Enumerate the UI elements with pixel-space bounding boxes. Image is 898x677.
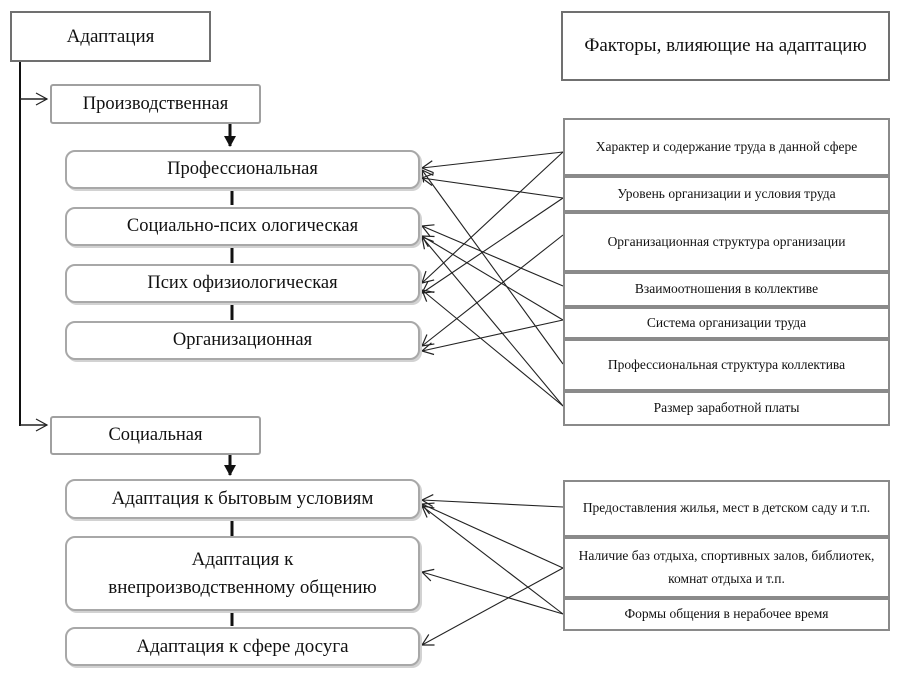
factor-link-arrow [421, 236, 564, 407]
factor-team-relations-box: Взаимоотношения в коллективе [563, 272, 890, 307]
factor-link-arrow [420, 319, 564, 356]
non-work-communication-adaptation-box: Адаптация к внепроизводственному общению [65, 536, 420, 611]
production-adaptation-box: Производственная [50, 84, 261, 124]
factor-link-arrow [420, 151, 564, 174]
professional-adaptation-label: Профессиональная [167, 159, 318, 179]
factor-link-arrow [421, 151, 564, 284]
living-conditions-adaptation-box: Адаптация к бытовым условиям [65, 479, 420, 519]
factor-work-conditions-box: Уровень организации и условия труда [563, 176, 890, 212]
factor-label: Уровень организации и условия труда [617, 185, 836, 201]
factor-label: Формы общения в нерабочее время [624, 606, 829, 622]
root-adaptation-label: Адаптация [66, 25, 155, 47]
social-adaptation-box: Социальная [50, 416, 261, 455]
professional-adaptation-box: Профессиональная [65, 150, 420, 189]
social-adaptation-label: Социальная [108, 425, 203, 445]
factor-links [420, 151, 564, 646]
factor-link-arrow [421, 505, 564, 615]
leisure-adaptation-label: Адаптация к сфере досуга [136, 635, 349, 657]
factor-label: Организационная структура организации [607, 233, 846, 249]
socio-psychological-adaptation-box: Социально-псих ологическая [65, 207, 420, 246]
leisure-adaptation-box: Адаптация к сфере досуга [65, 627, 420, 666]
production-adaptation-label: Производственная [82, 93, 229, 114]
factor-link-arrow [420, 235, 564, 321]
root-adaptation-box: Адаптация [10, 11, 211, 62]
factor-link-arrow [420, 494, 564, 508]
factor-link-arrow [420, 567, 564, 646]
factor-label: Предоставления жилья, мест в детском сад… [582, 500, 871, 516]
factor-link-arrow [420, 197, 564, 294]
factor-label: Наличие баз отдыха, спортивных залов, би… [578, 548, 875, 586]
factor-link-arrow [421, 168, 564, 365]
organizational-adaptation-label: Организационная [172, 330, 313, 350]
factor-label: Система организации труда [646, 314, 807, 330]
psychophysiological-adaptation-box: Псих офизиологическая [65, 264, 420, 303]
factors-header-box: Факторы, влияющие на адаптацию [561, 11, 890, 81]
non-work-communication-adaptation-label: Адаптация к внепроизводственному общению [108, 548, 377, 598]
factor-link-arrow [420, 173, 564, 199]
psychophysiological-adaptation-label: Псих офизиологическая [147, 273, 338, 293]
factor-non-work-communication-box: Формы общения в нерабочее время [563, 598, 890, 631]
organizational-adaptation-box: Организационная [65, 321, 420, 360]
factor-housing-box: Предоставления жилья, мест в детском сад… [563, 480, 890, 537]
factor-link-arrow [420, 568, 564, 615]
factor-label: Характер и содержание труда в данной сфе… [595, 138, 858, 154]
living-conditions-adaptation-label: Адаптация к бытовым условиям [111, 488, 374, 510]
factor-work-nature-box: Характер и содержание труда в данной сфе… [563, 118, 890, 176]
factors-header-label: Факторы, влияющие на адаптацию [584, 34, 867, 56]
factor-salary-box: Размер заработной платы [563, 391, 890, 426]
factor-work-system-box: Система организации труда [563, 307, 890, 339]
factor-label: Профессиональная структура коллектива [607, 356, 846, 372]
factor-link-arrow [421, 234, 564, 347]
factor-link-arrow [420, 224, 564, 287]
factor-label: Взаимоотношения в коллективе [634, 281, 819, 297]
socio-psychological-adaptation-label: Социально-псих ологическая [126, 216, 359, 236]
factor-org-structure-box: Организационная структура организации [563, 212, 890, 272]
factor-link-arrow [420, 502, 564, 569]
factor-professional-structure-box: Профессиональная структура коллектива [563, 339, 890, 391]
factor-link-arrow [421, 289, 564, 407]
factor-recreation-facilities-box: Наличие баз отдыха, спортивных залов, би… [563, 537, 890, 598]
factor-label: Размер заработной платы [653, 400, 800, 416]
